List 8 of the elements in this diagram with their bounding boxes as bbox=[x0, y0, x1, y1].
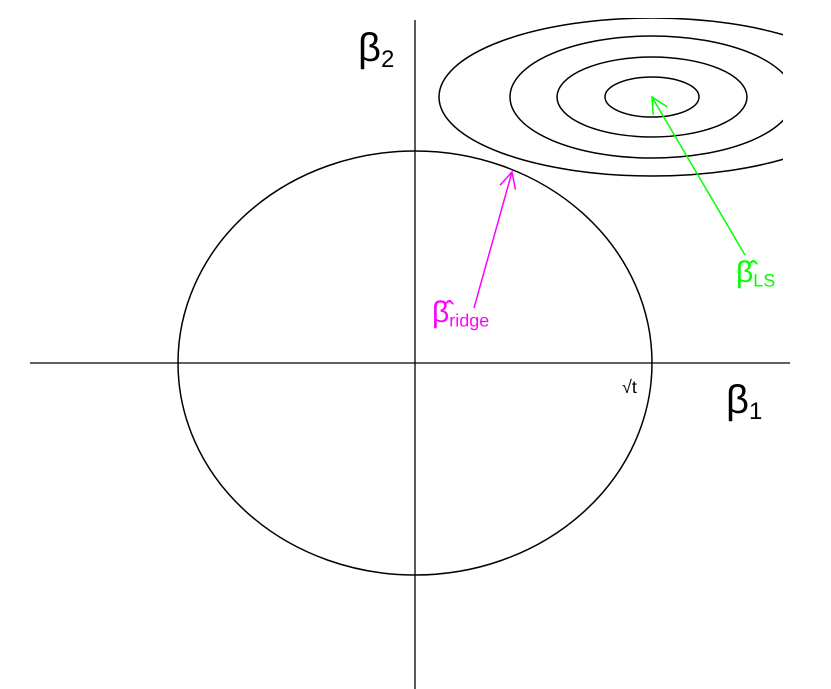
axis-label: β$_{2}$ bbox=[358, 28, 394, 72]
constraint-circle bbox=[178, 151, 652, 575]
estimate-label: β̂$_{LS}$ bbox=[736, 258, 776, 290]
radius-label: √t bbox=[622, 378, 637, 396]
estimate-label: β̂$_{ridge}$ bbox=[432, 298, 490, 330]
axis-label: β$_{1}$ bbox=[726, 380, 762, 424]
arrow bbox=[651, 96, 746, 256]
arrow bbox=[473, 171, 516, 308]
